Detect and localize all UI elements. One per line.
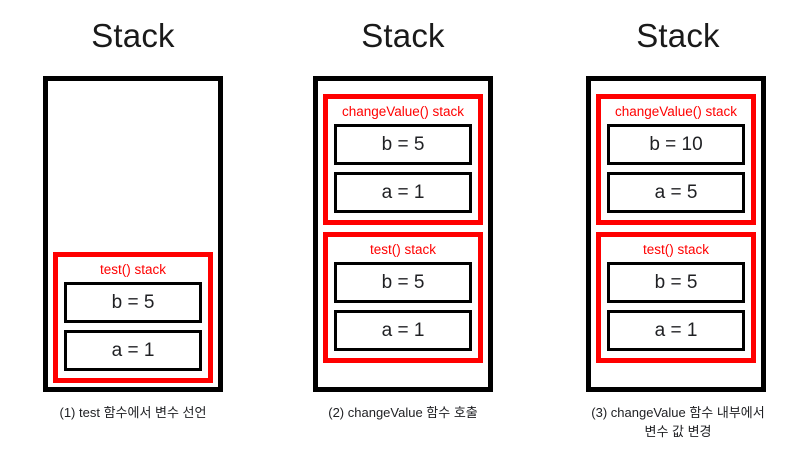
variable-cell-a: a = 1 [334, 172, 472, 213]
stack-frame-changevalue: changeValue() stack b = 5 a = 1 [323, 94, 483, 225]
stack-frames: changeValue() stack b = 10 a = 5 test() … [591, 81, 761, 387]
stack-frame-test: test() stack b = 5 a = 1 [323, 232, 483, 363]
panel-caption: (3) changeValue 함수 내부에서 변수 값 변경 [545, 403, 811, 441]
stack-outer-box: test() stack b = 5 a = 1 [43, 76, 223, 392]
stack-frame-label: changeValue() stack [341, 104, 465, 119]
panel-title: Stack [361, 17, 445, 54]
variable-cell-a: a = 1 [334, 310, 472, 351]
stack-panel-3: Stack changeValue() stack b = 10 a = 5 t… [545, 0, 811, 470]
panel-caption: (1) test 함수에서 변수 선언 [59, 405, 207, 420]
stack-frame-test: test() stack b = 5 a = 1 [53, 252, 213, 383]
stack-frames: test() stack b = 5 a = 1 [48, 81, 218, 387]
variable-cell-b: b = 5 [607, 262, 745, 303]
panel-caption-line-1: (3) changeValue 함수 내부에서 [591, 405, 765, 420]
stack-outer-box: changeValue() stack b = 5 a = 1 test() s… [313, 76, 493, 392]
stack-frame-label: test() stack [642, 242, 709, 257]
variable-cell-b: b = 5 [334, 262, 472, 303]
variable-cell-b: b = 5 [64, 282, 202, 323]
stack-frames: changeValue() stack b = 5 a = 1 test() s… [318, 81, 488, 387]
panel-title: Stack [636, 17, 720, 54]
stack-frame-test: test() stack b = 5 a = 1 [596, 232, 756, 363]
panel-caption: (2) changeValue 함수 호출 [328, 405, 478, 420]
variable-cell-b: b = 10 [607, 124, 745, 165]
stack-outer-box: changeValue() stack b = 10 a = 5 test() … [586, 76, 766, 392]
stack-panel-1: Stack test() stack b = 5 a = 1 (1) test … [0, 0, 266, 470]
panel-title: Stack [91, 17, 175, 54]
variable-cell-a: a = 1 [607, 310, 745, 351]
stack-panel-2: Stack changeValue() stack b = 5 a = 1 te… [270, 0, 536, 470]
stack-frame-changevalue: changeValue() stack b = 10 a = 5 [596, 94, 756, 225]
stack-frame-label: changeValue() stack [614, 104, 738, 119]
stack-frame-label: test() stack [369, 242, 436, 257]
variable-cell-a: a = 1 [64, 330, 202, 371]
variable-cell-b: b = 5 [334, 124, 472, 165]
panel-caption-line-2: 변수 값 변경 [644, 424, 712, 439]
stack-frame-label: test() stack [99, 262, 166, 277]
variable-cell-a: a = 5 [607, 172, 745, 213]
